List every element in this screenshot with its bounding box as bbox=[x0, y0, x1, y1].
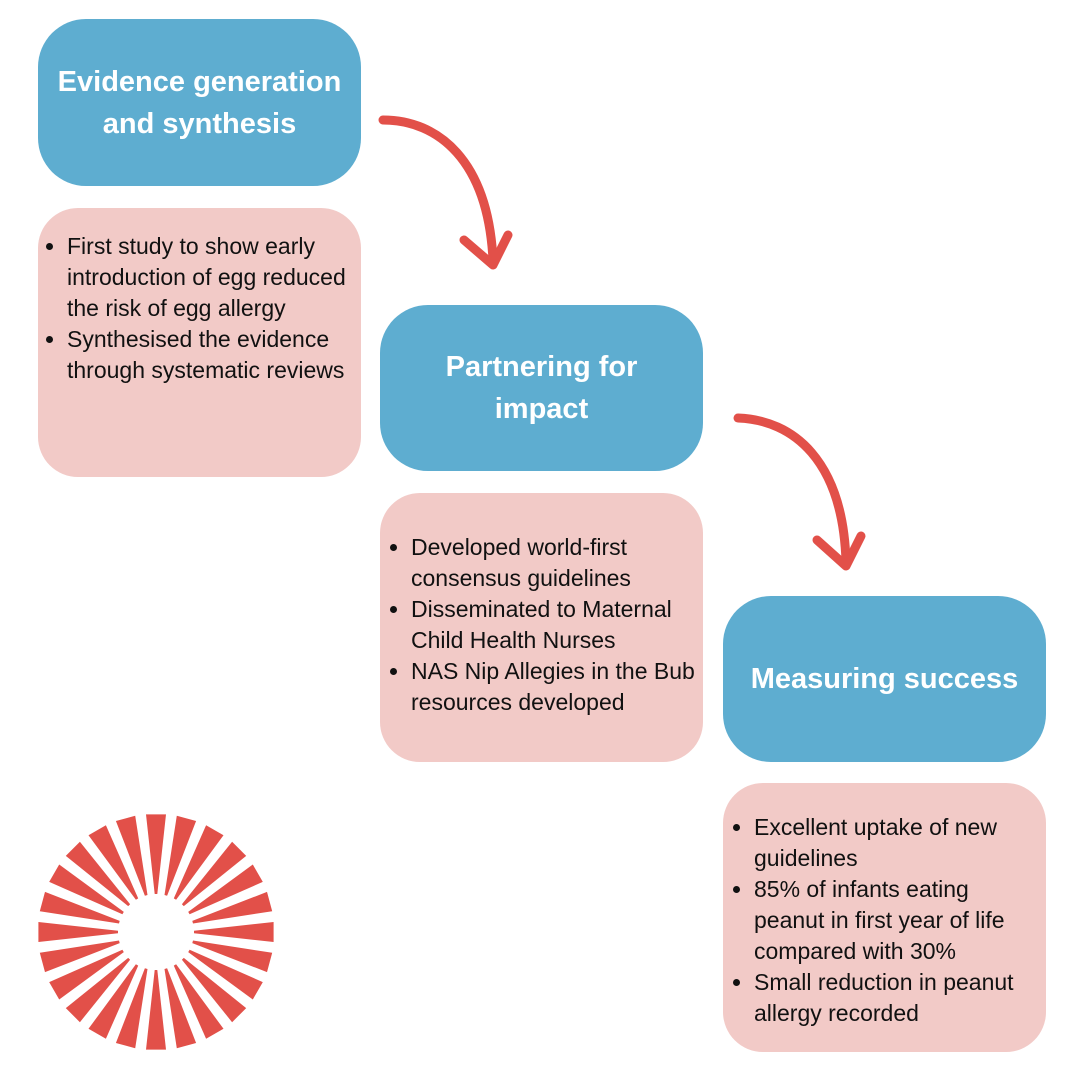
sunburst-ray bbox=[188, 949, 263, 1000]
step-3-bullet-1: Excellent uptake of new guidelines bbox=[754, 812, 1038, 874]
step-2-bullet-2: Disseminated to Maternal Child Health Nu… bbox=[411, 594, 695, 656]
sunburst-rays bbox=[38, 814, 274, 1050]
sunburst-ray bbox=[192, 940, 273, 973]
curved-arrow-icon-1 bbox=[378, 115, 513, 270]
step-1-bullet-2: Synthesised the evidence through systema… bbox=[67, 324, 351, 386]
sunburst-ray bbox=[164, 968, 197, 1049]
sunburst-ray bbox=[192, 891, 273, 924]
curved-arrow-icon-2 bbox=[733, 413, 866, 571]
sunburst-ray bbox=[173, 964, 224, 1039]
step-2-bullet-1: Developed world-first consensus guidelin… bbox=[411, 532, 695, 594]
sunburst-ray bbox=[38, 922, 118, 942]
step-3-bullet-3: Small reduction in peanut allergy record… bbox=[754, 967, 1038, 1029]
sunburst-ray bbox=[49, 864, 124, 915]
sunburst-ray bbox=[181, 841, 247, 907]
step-3-title-box: Measuring success bbox=[723, 596, 1046, 762]
step-1-title-box: Evidence generation and synthesis bbox=[38, 19, 361, 186]
sunburst-ray bbox=[88, 825, 139, 900]
step-2-title: Partnering for impact bbox=[446, 346, 638, 430]
sunburst-ray bbox=[146, 970, 166, 1050]
step-1-bullet-1: First study to show early introduction o… bbox=[67, 231, 351, 324]
sunburst-ray bbox=[181, 957, 247, 1023]
step-1-title-line-1: Evidence generation bbox=[57, 65, 342, 98]
step-3-title-line-1: Measuring success bbox=[750, 663, 1019, 695]
sunburst-ray bbox=[39, 891, 120, 924]
sunburst-ray bbox=[164, 815, 197, 896]
step-3-title: Measuring success bbox=[751, 658, 1019, 700]
step-2-title-line-1: Partnering for bbox=[445, 351, 638, 383]
step-2-title-line-2: impact bbox=[494, 393, 589, 425]
step-3-bullet-2: 85% of infants eating peanut in first ye… bbox=[754, 874, 1038, 967]
arrow-2-head bbox=[812, 531, 866, 571]
sunburst-ray bbox=[39, 940, 120, 973]
step-1-bullet-list: First study to show early introduction o… bbox=[38, 231, 351, 386]
sunburst-ray bbox=[115, 815, 148, 896]
arrow-1-shaft bbox=[378, 115, 498, 265]
sunburst-ray bbox=[146, 814, 166, 894]
step-1-title-line-2: and synthesis bbox=[102, 107, 297, 140]
sunburst-icon bbox=[38, 814, 274, 1050]
sunburst-ray bbox=[65, 841, 131, 907]
step-3-bullet-list: Excellent uptake of new guidelines 85% o… bbox=[723, 812, 1038, 1029]
step-2-bullet-3: NAS Nip Allegies in the Bub resources de… bbox=[411, 656, 695, 718]
arrow-1-head bbox=[459, 230, 513, 270]
sunburst-ray bbox=[115, 968, 148, 1049]
sunburst-ray bbox=[194, 922, 274, 942]
sunburst-ray bbox=[88, 964, 139, 1039]
step-2-bullet-list: Developed world-first consensus guidelin… bbox=[380, 532, 695, 718]
step-2-details: Developed world-first consensus guidelin… bbox=[380, 493, 703, 762]
step-2-title-box: Partnering for impact bbox=[380, 305, 703, 471]
step-3-details: Excellent uptake of new guidelines 85% o… bbox=[723, 783, 1046, 1052]
arrow-2-shaft bbox=[733, 413, 851, 567]
step-1-title: Evidence generation and synthesis bbox=[58, 61, 342, 145]
sunburst-ray bbox=[188, 864, 263, 915]
step-1-details: First study to show early introduction o… bbox=[38, 208, 361, 477]
sunburst-ray bbox=[173, 825, 224, 900]
sunburst-ray bbox=[65, 957, 131, 1023]
sunburst-ray bbox=[49, 949, 124, 1000]
